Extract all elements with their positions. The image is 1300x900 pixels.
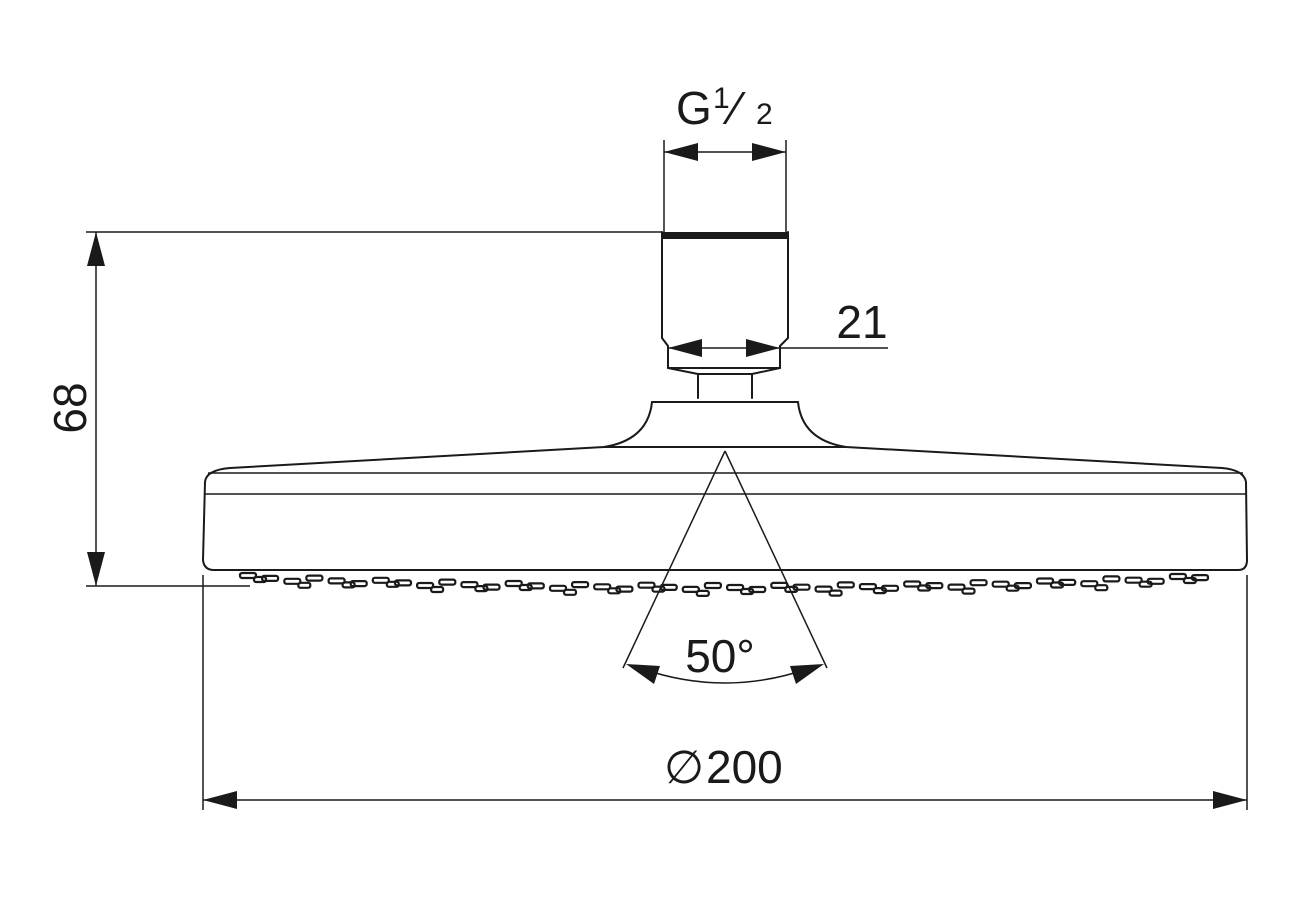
nozzle <box>371 576 390 584</box>
nozzle <box>349 579 368 588</box>
thread-dimension <box>663 140 787 232</box>
height-arrow-top <box>87 232 105 266</box>
nozzle <box>681 585 700 594</box>
nozzle <box>828 589 843 597</box>
spray-angle-lines <box>622 450 828 684</box>
nozzle <box>1124 576 1143 584</box>
nozzle <box>283 577 302 585</box>
nozzle <box>792 583 811 591</box>
connector-width-dimension <box>668 339 888 357</box>
nozzle <box>1080 580 1099 588</box>
height-arrow-bottom <box>87 552 105 586</box>
nozzle <box>305 574 324 582</box>
nozzle <box>341 581 356 589</box>
shower-head-body <box>202 401 1248 571</box>
nozzle <box>748 585 767 594</box>
connector-body <box>661 231 789 399</box>
spray-angle-label: 50° <box>685 630 755 682</box>
nozzle <box>814 585 833 593</box>
width-arrow-left <box>668 339 702 357</box>
nozzle <box>947 583 966 591</box>
angle-arrow-left <box>626 664 660 684</box>
nozzle <box>526 582 545 590</box>
nozzle <box>460 580 479 589</box>
nozzle <box>969 579 988 587</box>
nozzle <box>1168 572 1188 581</box>
nozzle <box>482 583 501 591</box>
nozzle <box>725 583 745 592</box>
width-arrow-right <box>746 339 780 357</box>
nozzle <box>261 574 280 583</box>
thread-label: G 1 ⁄ 2 <box>676 82 773 134</box>
thread-prefix: G <box>676 82 712 134</box>
angle-arrow-right <box>790 664 824 684</box>
nozzle <box>393 579 413 587</box>
nozzle <box>504 579 523 588</box>
nozzle <box>1190 573 1210 582</box>
nozzle <box>695 589 710 598</box>
nozzle-row <box>238 571 1210 598</box>
diameter-label: ∅ 200 <box>664 741 783 793</box>
diameter-arrow-right <box>1213 791 1247 809</box>
nozzle <box>991 580 1010 588</box>
nozzle <box>1035 577 1055 585</box>
nozzle <box>238 571 258 580</box>
nozzle <box>1094 584 1109 592</box>
diameter-arrow-left <box>203 791 237 809</box>
nozzle <box>615 585 634 593</box>
thread-arrow-right <box>752 143 786 161</box>
connector-width-label: 21 <box>836 296 887 348</box>
nozzle <box>770 581 789 590</box>
nozzle <box>430 585 445 594</box>
nozzle <box>836 581 855 589</box>
height-dimension <box>86 231 662 587</box>
nozzle <box>1102 575 1121 583</box>
height-label: 68 <box>44 382 96 433</box>
nozzle <box>925 581 944 590</box>
nozzle <box>637 581 656 589</box>
nozzle <box>438 578 457 586</box>
thread-denominator: 2 <box>756 98 773 131</box>
thread-numerator: 1 <box>713 82 730 115</box>
diameter-value: 200 <box>706 741 783 793</box>
nozzle <box>297 581 312 589</box>
nozzle <box>880 584 900 592</box>
nozzle <box>1013 581 1033 590</box>
nozzle <box>562 588 578 596</box>
nozzle <box>252 575 268 584</box>
nozzle <box>593 583 612 591</box>
thread-arrow-left <box>664 143 698 161</box>
nozzle <box>548 584 568 592</box>
diameter-symbol: ∅ <box>664 741 704 793</box>
nozzle <box>703 581 723 590</box>
nozzle <box>570 580 590 589</box>
nozzle <box>1146 577 1165 585</box>
nozzle <box>385 580 400 588</box>
nozzle <box>961 587 976 595</box>
nozzle <box>903 580 922 588</box>
nozzle <box>1058 578 1077 587</box>
diameter-dimension <box>202 575 1248 810</box>
nozzle <box>327 577 346 585</box>
nozzle <box>858 582 878 591</box>
nozzle <box>416 581 435 590</box>
